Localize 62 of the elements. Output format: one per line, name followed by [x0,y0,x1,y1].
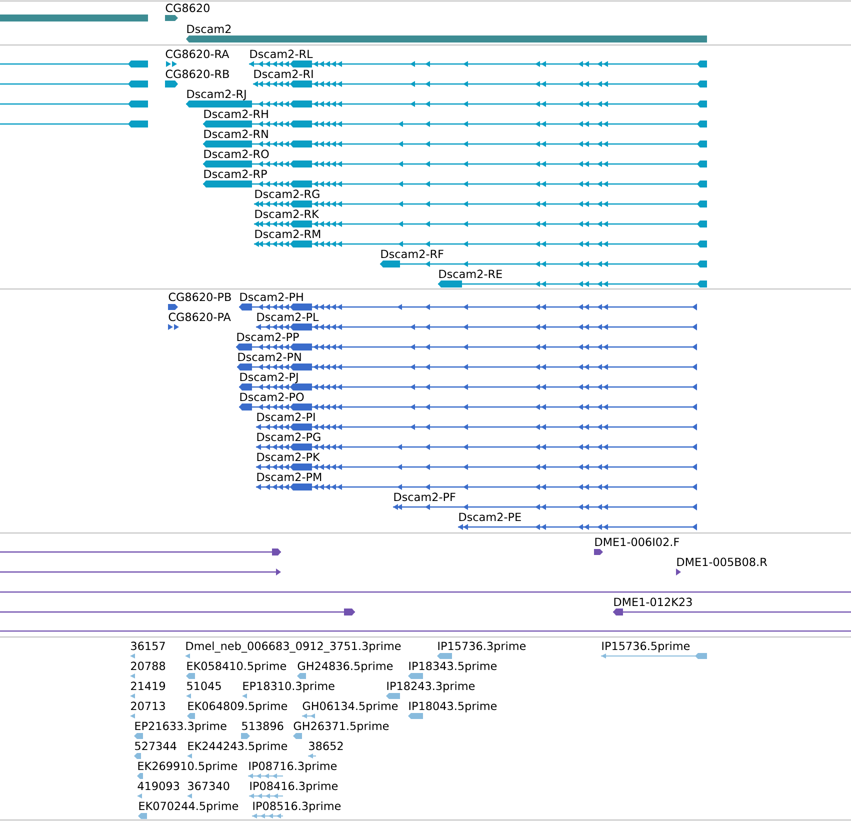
feature-label: IP18343.5prime [409,662,497,672]
feature-label: 36157 [131,642,165,650]
feature-label: GH24836.5prime [298,662,393,672]
feature-label: IP15736.3prime [438,642,526,652]
feature-label: IP08516.3prime [253,802,341,812]
feature-label: Dscam2-PO [240,392,304,402]
feature-label: IP15736.5prime [602,642,690,652]
feature-label: CG8620-PA [168,312,231,322]
feature-label: 367340 [188,782,230,790]
feature-label: Dscam2-RK [255,210,320,218]
feature-label: 21419 [131,682,166,690]
feature-label: Dscam2-PF [394,492,456,502]
feature-label: EK070244.5prime [139,802,238,812]
feature-label: Dscam2-PJ [240,372,298,384]
feature-label: Dscam2-RH [204,110,268,118]
feature-label: Dscam2-PP [237,332,299,342]
feature-label: Dscam2-PE [459,512,521,522]
feature-label: Dscam2 [187,24,231,34]
feature-label: Dscam2-RJ [187,90,246,100]
feature-label: DME1-012K23 [614,598,692,606]
feature-label: Dmel_neb_006683_0912_3751.3prime [186,642,401,653]
feature-label: Dscam2-PK [257,452,320,462]
feature-label: Dscam2-RN [204,130,268,138]
feature-label: IP08716.3prime [249,762,337,772]
feature-label: GH26371.5prime [294,722,389,732]
feature-label: 38652 [309,742,343,750]
feature-label: 20788 [131,662,166,670]
feature-label: Dscam2-PG [257,432,320,442]
feature-label: CG8620-PB [168,292,231,302]
feature-label: 51045 [187,682,221,690]
feature-label: CG8620-RB [166,70,229,78]
feature-label: EP18310.3prime [243,682,334,692]
feature-label: IP18043.5prime [409,702,497,712]
feature-label: 527344 [135,742,176,750]
feature-label: DME1-006I02.F [595,538,679,546]
feature-label: IP08416.3prime [250,782,338,792]
feature-label: Dscam2-RE [439,270,502,278]
feature-label: DME1-005B08.R [677,558,768,566]
feature-label: EK244243.5prime [188,742,288,752]
feature-label: Dscam2-PH [240,292,303,302]
feature-label: CG8620-RA [166,50,230,58]
feature-label: EK269910.5prime [138,762,238,772]
feature-label: EK064809.5prime [188,702,288,712]
feature-label: EP21633.3prime [135,722,226,732]
feature-label: Dscam2-RP [204,170,267,178]
feature-label: Dscam2-RG [255,190,320,198]
feature-label: 20713 [131,702,165,710]
feature-label: EK058410.5prime [187,662,286,672]
feature-label: Dscam2-RO [204,150,269,158]
feature-label: IP18243.3prime [387,682,475,692]
feature-label: Dscam2-PM [257,472,322,482]
feature-label: Dscam2-RL [250,50,313,58]
feature-label: Dscam2-PN [238,352,301,362]
feature-label: Dscam2-RI [254,70,313,78]
feature-label: Dscam2-PI [257,412,315,422]
feature-label: 513896 [242,722,284,730]
feature-label: Dscam2-RF [381,250,444,258]
feature-label: Dscam2-PL [257,312,319,322]
feature-label: Dscam2-RM [255,230,320,238]
feature-label: 419093 [138,782,180,790]
feature-label: CG8620 [166,4,210,12]
feature-label: GH06134.5prime [302,702,398,712]
